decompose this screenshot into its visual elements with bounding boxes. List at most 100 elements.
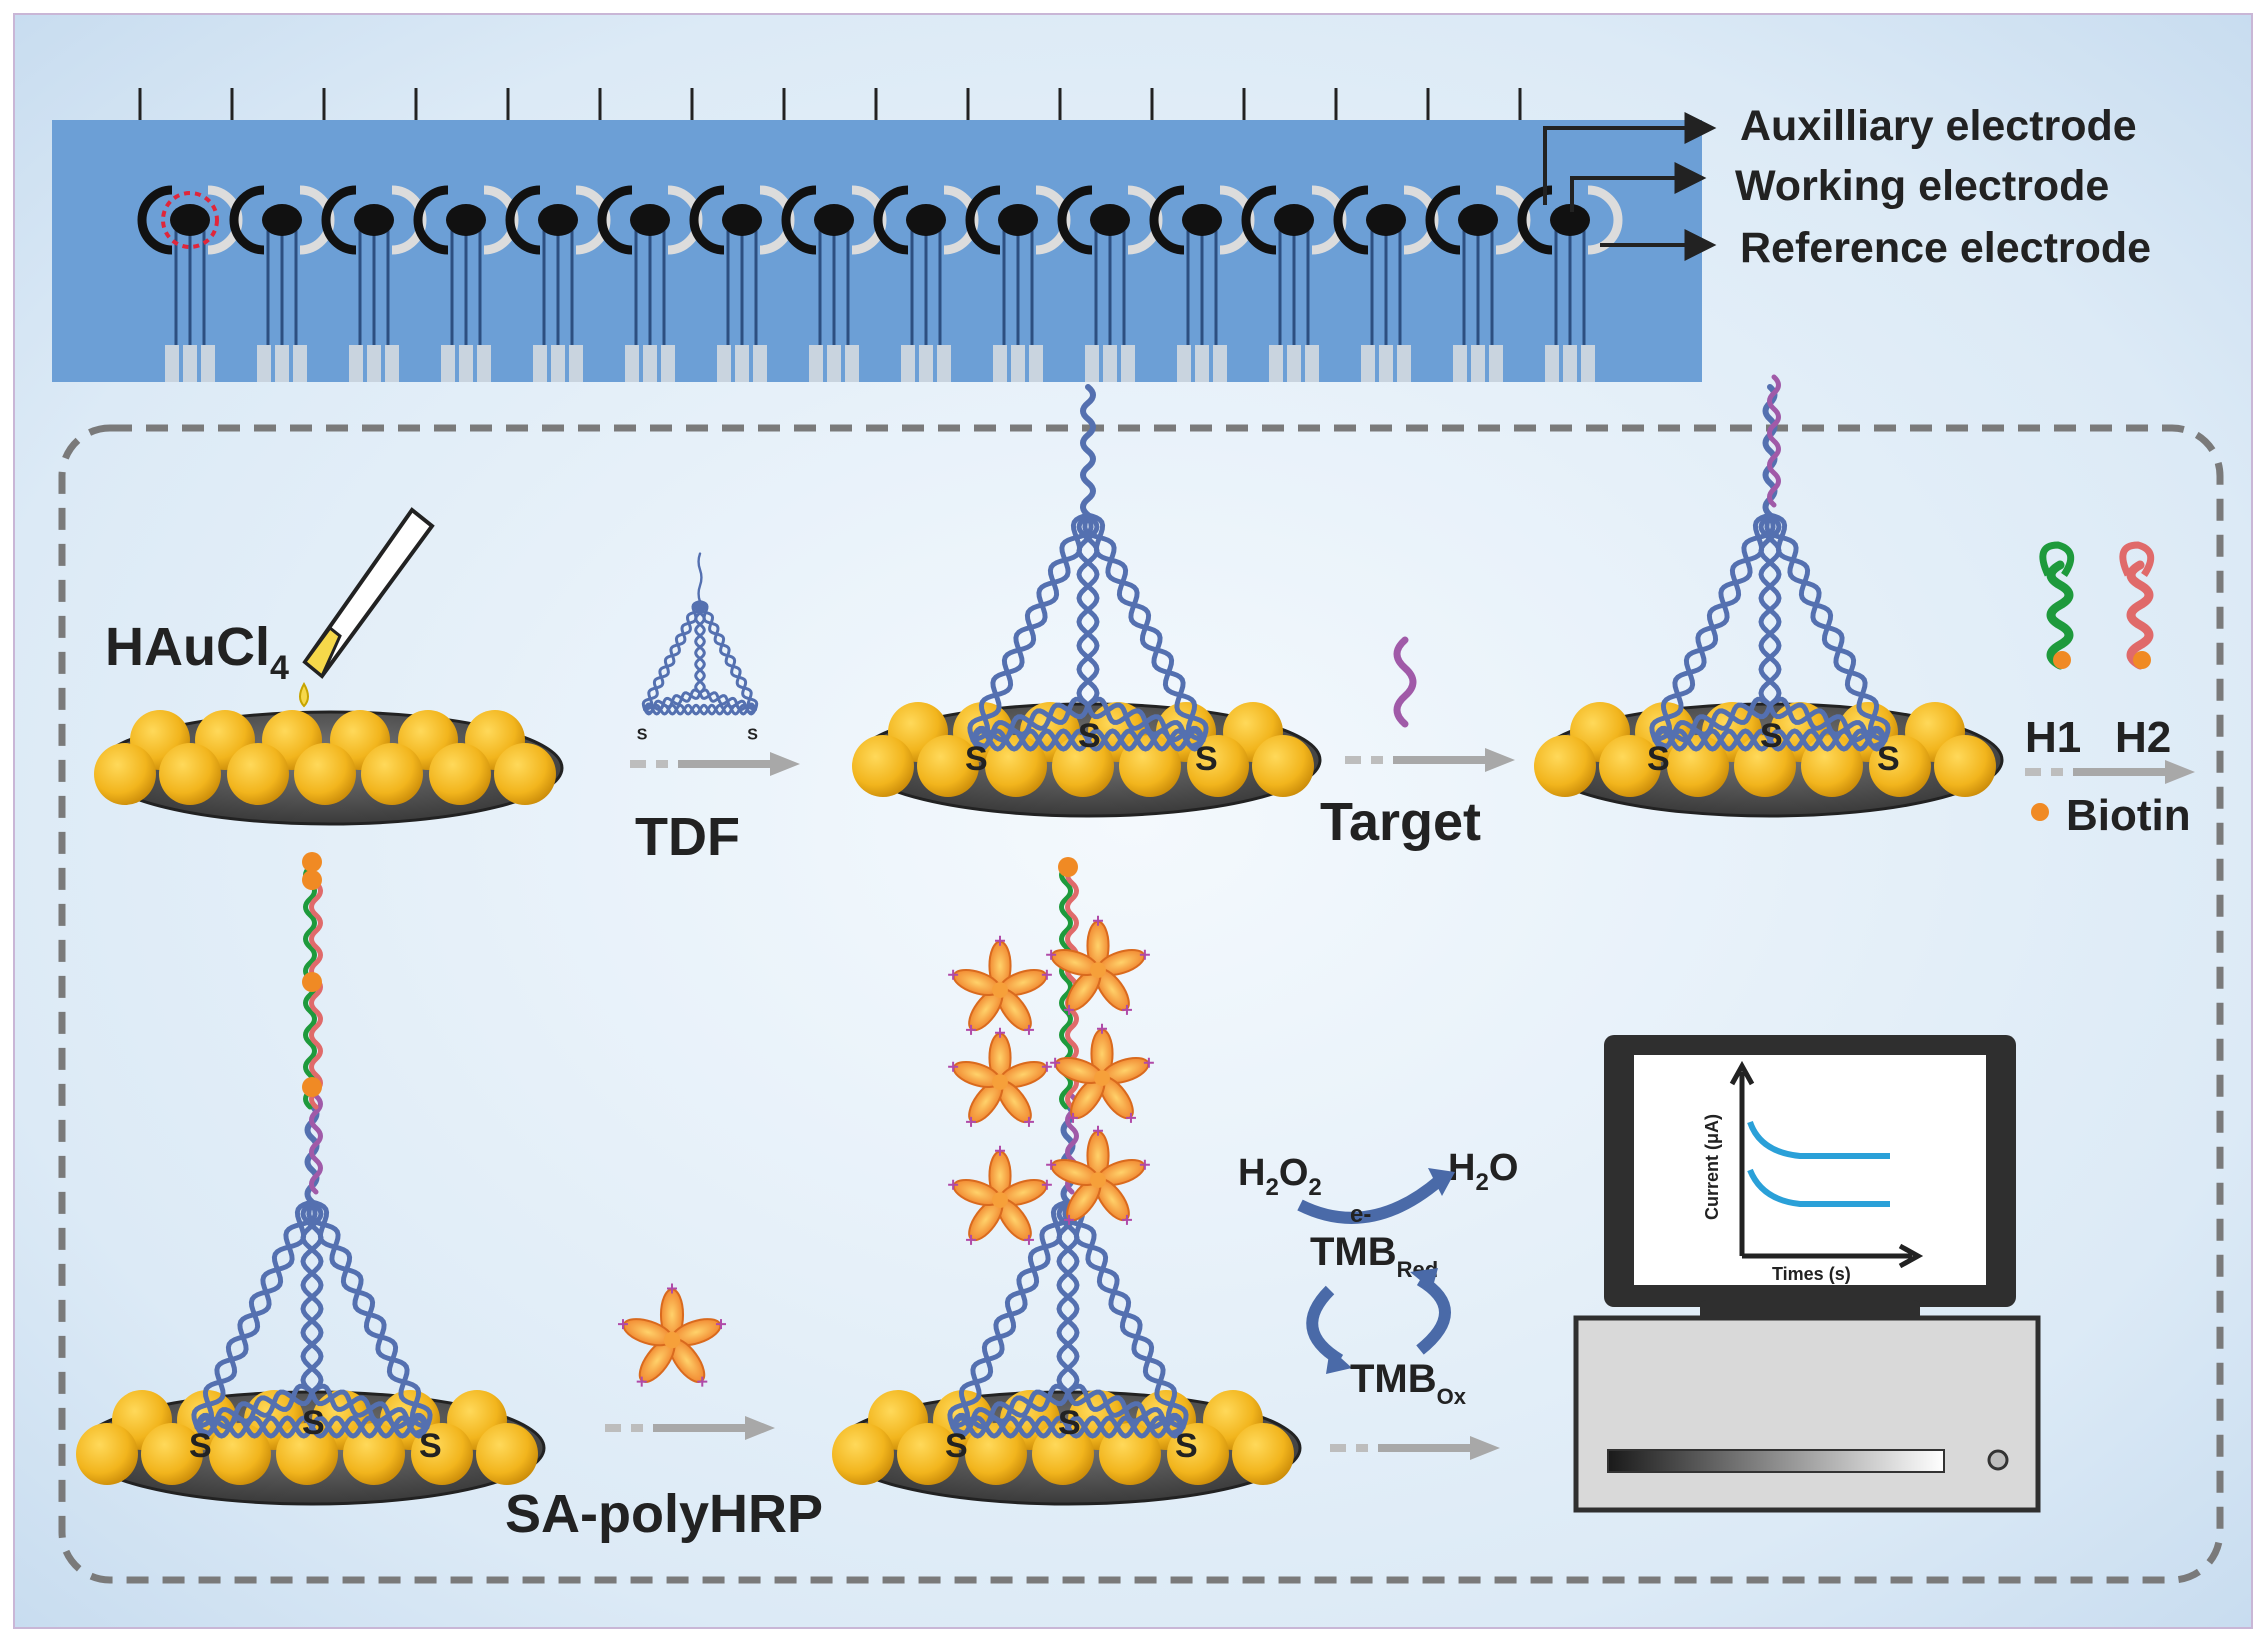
contact-pad	[753, 345, 767, 382]
arrow-head	[745, 1416, 775, 1440]
contact-pad	[1195, 345, 1209, 382]
monitor-screen	[1634, 1055, 1986, 1285]
contact-pad	[257, 345, 271, 382]
dna-strand	[698, 600, 757, 712]
reference-arc	[505, 185, 541, 255]
streptavidin-mark	[618, 1319, 629, 1330]
contact-pad	[1379, 345, 1393, 382]
dna-strand	[309, 1199, 430, 1430]
thiol-label: S	[189, 1427, 212, 1465]
gold-particle	[965, 1423, 1027, 1485]
working-disk	[1274, 204, 1314, 236]
streptavidin-mark	[1046, 949, 1057, 960]
thiol-label: S	[1078, 717, 1101, 755]
gold-particle	[832, 1423, 894, 1485]
streptavidin-mark	[1023, 1234, 1034, 1245]
dna-strand	[194, 1389, 315, 1430]
arrow-head	[770, 752, 800, 776]
working-disk	[1182, 204, 1222, 236]
gold-particle	[852, 735, 914, 797]
contact-pad	[1177, 345, 1191, 382]
gold-particle	[227, 743, 289, 805]
power-button-icon	[1987, 1449, 2009, 1471]
working-disk	[906, 204, 946, 236]
reference-arc	[413, 185, 449, 255]
streptavidin-mark	[715, 1319, 726, 1330]
streptavidin-mark	[1093, 915, 1103, 926]
tmb-reaction-cycle: H2O2 H2O e- TMBRed TMBOx	[1238, 1147, 1518, 1409]
contact-pad	[1563, 345, 1577, 382]
contact-pad	[937, 345, 951, 382]
working-disk	[1458, 204, 1498, 236]
dna-strand	[1056, 1199, 1080, 1395]
streptavidin-mark	[1139, 1159, 1150, 1170]
thiol-label: S	[637, 727, 648, 744]
biotin-legend-dot	[2031, 803, 2049, 821]
reference-arc	[1517, 185, 1553, 255]
streptavidin-mark	[995, 1027, 1005, 1038]
dna-strand	[694, 600, 706, 695]
working-disk	[630, 204, 670, 236]
streptavidin-mark	[1121, 1004, 1132, 1015]
gold-particle	[897, 1423, 959, 1485]
arrow-head	[1470, 1436, 1500, 1460]
biotin-dot	[2053, 651, 2071, 669]
gold-nanoparticles	[832, 1390, 1294, 1485]
streptavidin-mark	[1041, 1179, 1052, 1190]
contact-pad	[385, 345, 399, 382]
droplet-icon	[299, 681, 309, 708]
electrode-array	[137, 185, 1623, 382]
thiol-label: S	[965, 740, 988, 778]
streptavidin-mark	[636, 1376, 647, 1387]
electrode-unit	[1425, 185, 1531, 382]
electrode-chip	[52, 88, 1702, 382]
tmb-red-label: TMBRed	[1310, 1230, 1438, 1282]
contact-pad	[165, 345, 179, 382]
auxiliary-arc	[1587, 185, 1623, 255]
streptavidin-mark	[697, 1376, 708, 1387]
reference-arc	[1057, 185, 1093, 255]
thiol-label: S	[1175, 1427, 1198, 1465]
dna-tail	[1762, 384, 1778, 518]
hrp-core	[663, 1331, 681, 1349]
reference-arc	[229, 185, 265, 255]
hrp-core	[992, 982, 1008, 998]
thiol-label: S	[1647, 740, 1670, 778]
reference-arc	[597, 185, 633, 255]
contact-pad	[1305, 345, 1319, 382]
streptavidin-mark	[948, 1061, 959, 1072]
gold-particle	[1801, 735, 1863, 797]
h2-hairpin-icon	[2119, 541, 2155, 670]
legend-reference-electrode: Reference electrode	[1740, 224, 2151, 272]
reference-arc	[965, 185, 1001, 255]
electrode-unit	[1333, 185, 1439, 382]
arrow-to-readout	[1330, 1436, 1500, 1460]
streptavidin-mark	[966, 1234, 977, 1245]
working-disk	[814, 204, 854, 236]
h1-label: H1	[2025, 713, 2081, 762]
h2-label: H2	[2115, 713, 2171, 762]
chip-body	[52, 120, 1702, 382]
arrow-to-step-5	[605, 1416, 775, 1440]
gold-nanoparticles	[94, 710, 556, 805]
dna-strand	[1085, 696, 1206, 749]
contact-pad	[477, 345, 491, 382]
hrp-core	[1090, 962, 1106, 978]
contact-pad	[919, 345, 933, 382]
contact-pad	[661, 345, 675, 382]
gold-particle	[1167, 1423, 1229, 1485]
dna-strand	[300, 1199, 324, 1395]
streptavidin-mark	[1050, 1057, 1061, 1068]
contact-pad	[1545, 345, 1559, 382]
gold-particle	[1119, 735, 1181, 797]
dna-tail	[1080, 384, 1096, 518]
drive-slot	[1607, 1449, 1945, 1473]
electron-label: e-	[1350, 1201, 1371, 1228]
contact-pad	[201, 345, 215, 382]
contact-pad	[827, 345, 841, 382]
